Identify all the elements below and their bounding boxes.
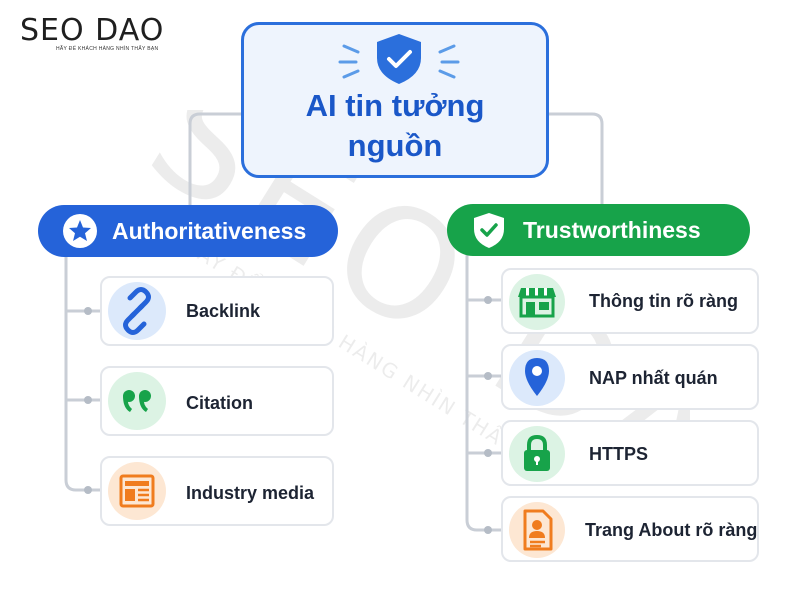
newspaper-icon	[108, 462, 166, 520]
list-item-label: Trang About rõ ràng	[585, 520, 758, 540]
list-item-backlink: Backlink	[100, 276, 334, 346]
list-item-label: Thông tin rõ ràng	[589, 291, 738, 311]
list-item-nap: NAP nhất quán	[501, 344, 759, 410]
title-line-2: nguồn	[347, 128, 443, 163]
location-pin-icon	[509, 350, 565, 406]
title-line-1: AI tin tưởng	[305, 88, 485, 123]
star-badge-icon	[63, 214, 97, 248]
authoritativeness-label: Authoritativeness	[112, 218, 307, 244]
brand-logo: SEO DAO HÃY ĐỂ KHÁCH HÀNG NHÌN THẤY BẠN	[20, 13, 190, 53]
padlock-icon	[509, 426, 565, 482]
logo-tagline: HÃY ĐỂ KHÁCH HÀNG NHÌN THẤY BẠN	[56, 46, 159, 52]
trustworthiness-label: Trustworthiness	[523, 217, 701, 243]
list-item-label: Industry media	[186, 483, 315, 503]
title-heading: AI tin tưởng nguồn	[241, 86, 549, 166]
logo-name: SEO DAO	[20, 13, 165, 48]
list-item-label: Citation	[186, 393, 253, 413]
list-item-https: HTTPS	[501, 420, 759, 486]
trustworthiness-pill: Trustworthiness	[447, 204, 750, 256]
list-item-label: Backlink	[186, 301, 261, 321]
list-item-label: NAP nhất quán	[589, 368, 718, 388]
profile-document-icon	[509, 502, 565, 558]
list-item-thong-tin: Thông tin rõ ràng	[501, 268, 759, 334]
link-icon	[108, 282, 166, 340]
shield-check-icon	[338, 34, 460, 84]
storefront-icon	[509, 274, 565, 330]
list-item-label: HTTPS	[589, 444, 649, 464]
list-item-citation: Citation	[100, 366, 334, 436]
list-item-about: Trang About rõ ràng	[501, 496, 759, 562]
authoritativeness-pill: Authoritativeness	[38, 205, 338, 257]
list-item-industry-media: Industry media	[100, 456, 334, 526]
quote-icon	[108, 372, 166, 430]
shield-check-icon	[474, 213, 504, 248]
